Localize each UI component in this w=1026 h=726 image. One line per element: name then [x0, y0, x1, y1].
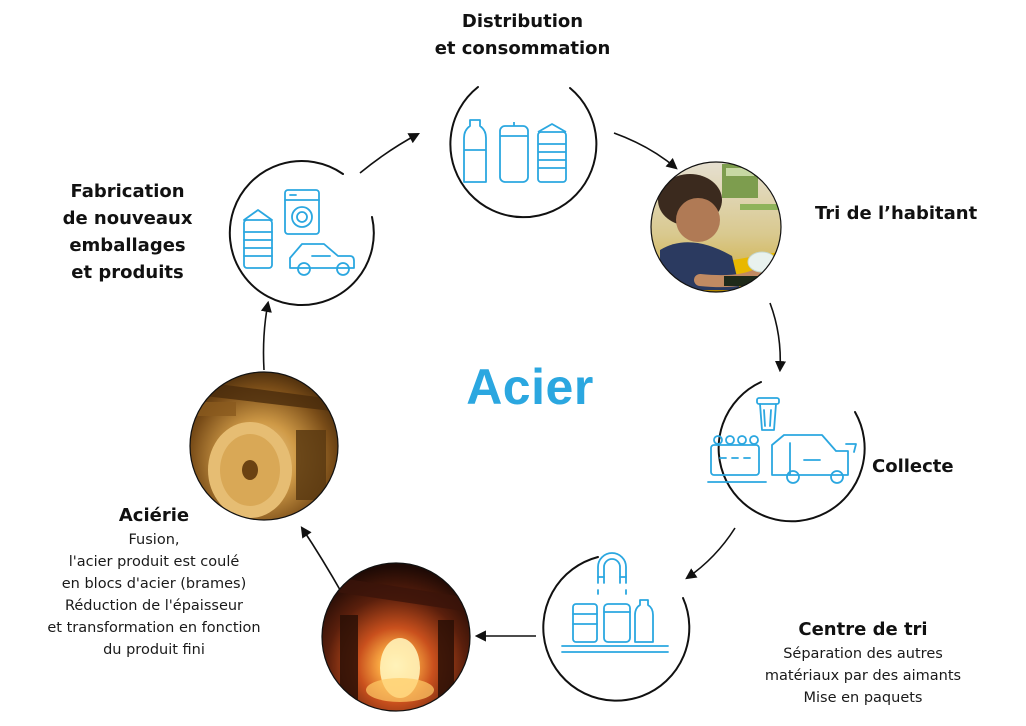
- distribution-label: Distribution et consommation: [395, 8, 650, 62]
- tin-can-icon: [537, 123, 567, 183]
- tri-habitant-title: Tri de l’habitant: [815, 203, 978, 224]
- arrow-tri-to-collecte: [769, 302, 787, 373]
- acierie-ring: [189, 371, 339, 521]
- magnet-icon: [597, 552, 627, 584]
- acierie-label: Aciérie Fusion, l'acier produit est coul…: [4, 502, 304, 661]
- center-title: Acier: [466, 359, 594, 415]
- centre-tri-line1: Séparation des autres: [783, 646, 943, 662]
- tin-can-icon: [243, 209, 273, 269]
- acierie-line4: Réduction de l'épaisseur: [64, 598, 244, 614]
- arrow-distribution-to-tri: [613, 132, 678, 170]
- acierie-line2: l'acier produit est coulé: [68, 554, 240, 570]
- washing-machine-icon: [284, 189, 320, 235]
- acierie-line5: et transformation en fonction: [47, 620, 261, 636]
- sorted-can-2: [603, 603, 631, 643]
- tri-habitant-ring: [650, 161, 782, 293]
- collecte-ring: [717, 381, 866, 523]
- car-icon: [289, 243, 355, 276]
- centre-tri-ring: [542, 556, 691, 702]
- fusion-ring: [321, 562, 471, 712]
- fabrication-title-line2: de nouveaux: [62, 208, 193, 229]
- acierie-line1: Fusion,: [128, 532, 180, 548]
- acierie-line6: du produit fini: [103, 642, 205, 658]
- arrow-acierie-to-fabrication: [260, 300, 272, 371]
- fabrication-title-line4: et produits: [71, 262, 184, 283]
- arrow-collecte-to-centre: [685, 527, 736, 580]
- magnet-sorting-icon: [561, 552, 669, 653]
- sorted-can-1: [572, 603, 598, 643]
- centre-tri-node: [542, 552, 691, 702]
- acierie-line3: en blocs d'acier (brames): [61, 576, 247, 592]
- tri-habitant-label: Tri de l’habitant: [815, 200, 1025, 227]
- collection-truck-icon: [707, 397, 857, 484]
- steel-coil-photo: [190, 372, 338, 520]
- tri-habitant-node: [650, 161, 782, 293]
- bottle-icon: [463, 119, 487, 183]
- cycle-arrows: [260, 132, 787, 642]
- molten-steel-photo: [322, 563, 470, 711]
- fabrication-label: Fabrication de nouveaux emballages et pr…: [40, 178, 215, 286]
- bin-icon: [756, 397, 780, 431]
- distribution-title-line2: et consommation: [434, 38, 611, 59]
- acierie-node: [189, 371, 339, 521]
- fabrication-node: [228, 160, 375, 306]
- distribution-title-line1: Distribution: [461, 11, 584, 32]
- arrow-fusion-to-acierie: [300, 526, 344, 596]
- fabrication-ring: [228, 160, 375, 306]
- distribution-node: [449, 86, 598, 219]
- centre-tri-line2: matériaux par des aimants: [764, 668, 962, 684]
- centre-tri-label: Centre de tri Séparation des autres maté…: [713, 616, 1013, 709]
- arrow-fabrication-to-distribution: [359, 132, 420, 174]
- fabrication-title-line1: Fabrication: [70, 181, 185, 202]
- collecte-label: Collecte: [872, 453, 1002, 480]
- acierie-title: Aciérie: [118, 505, 190, 526]
- distribution-ring: [449, 86, 598, 219]
- sorted-bottle: [634, 599, 654, 643]
- truck-icon: [771, 434, 857, 484]
- collecte-title: Collecte: [872, 456, 954, 477]
- products-icon: [243, 189, 355, 276]
- packaging-icon: [463, 119, 567, 183]
- fusion-node: [321, 562, 471, 712]
- centre-tri-title: Centre de tri: [798, 619, 928, 640]
- fabrication-title-line3: emballages: [69, 235, 186, 256]
- centre-tri-line3: Mise en paquets: [803, 690, 923, 706]
- crate-icon: [707, 435, 767, 483]
- collecte-node: [707, 381, 866, 523]
- can-icon: [499, 125, 529, 183]
